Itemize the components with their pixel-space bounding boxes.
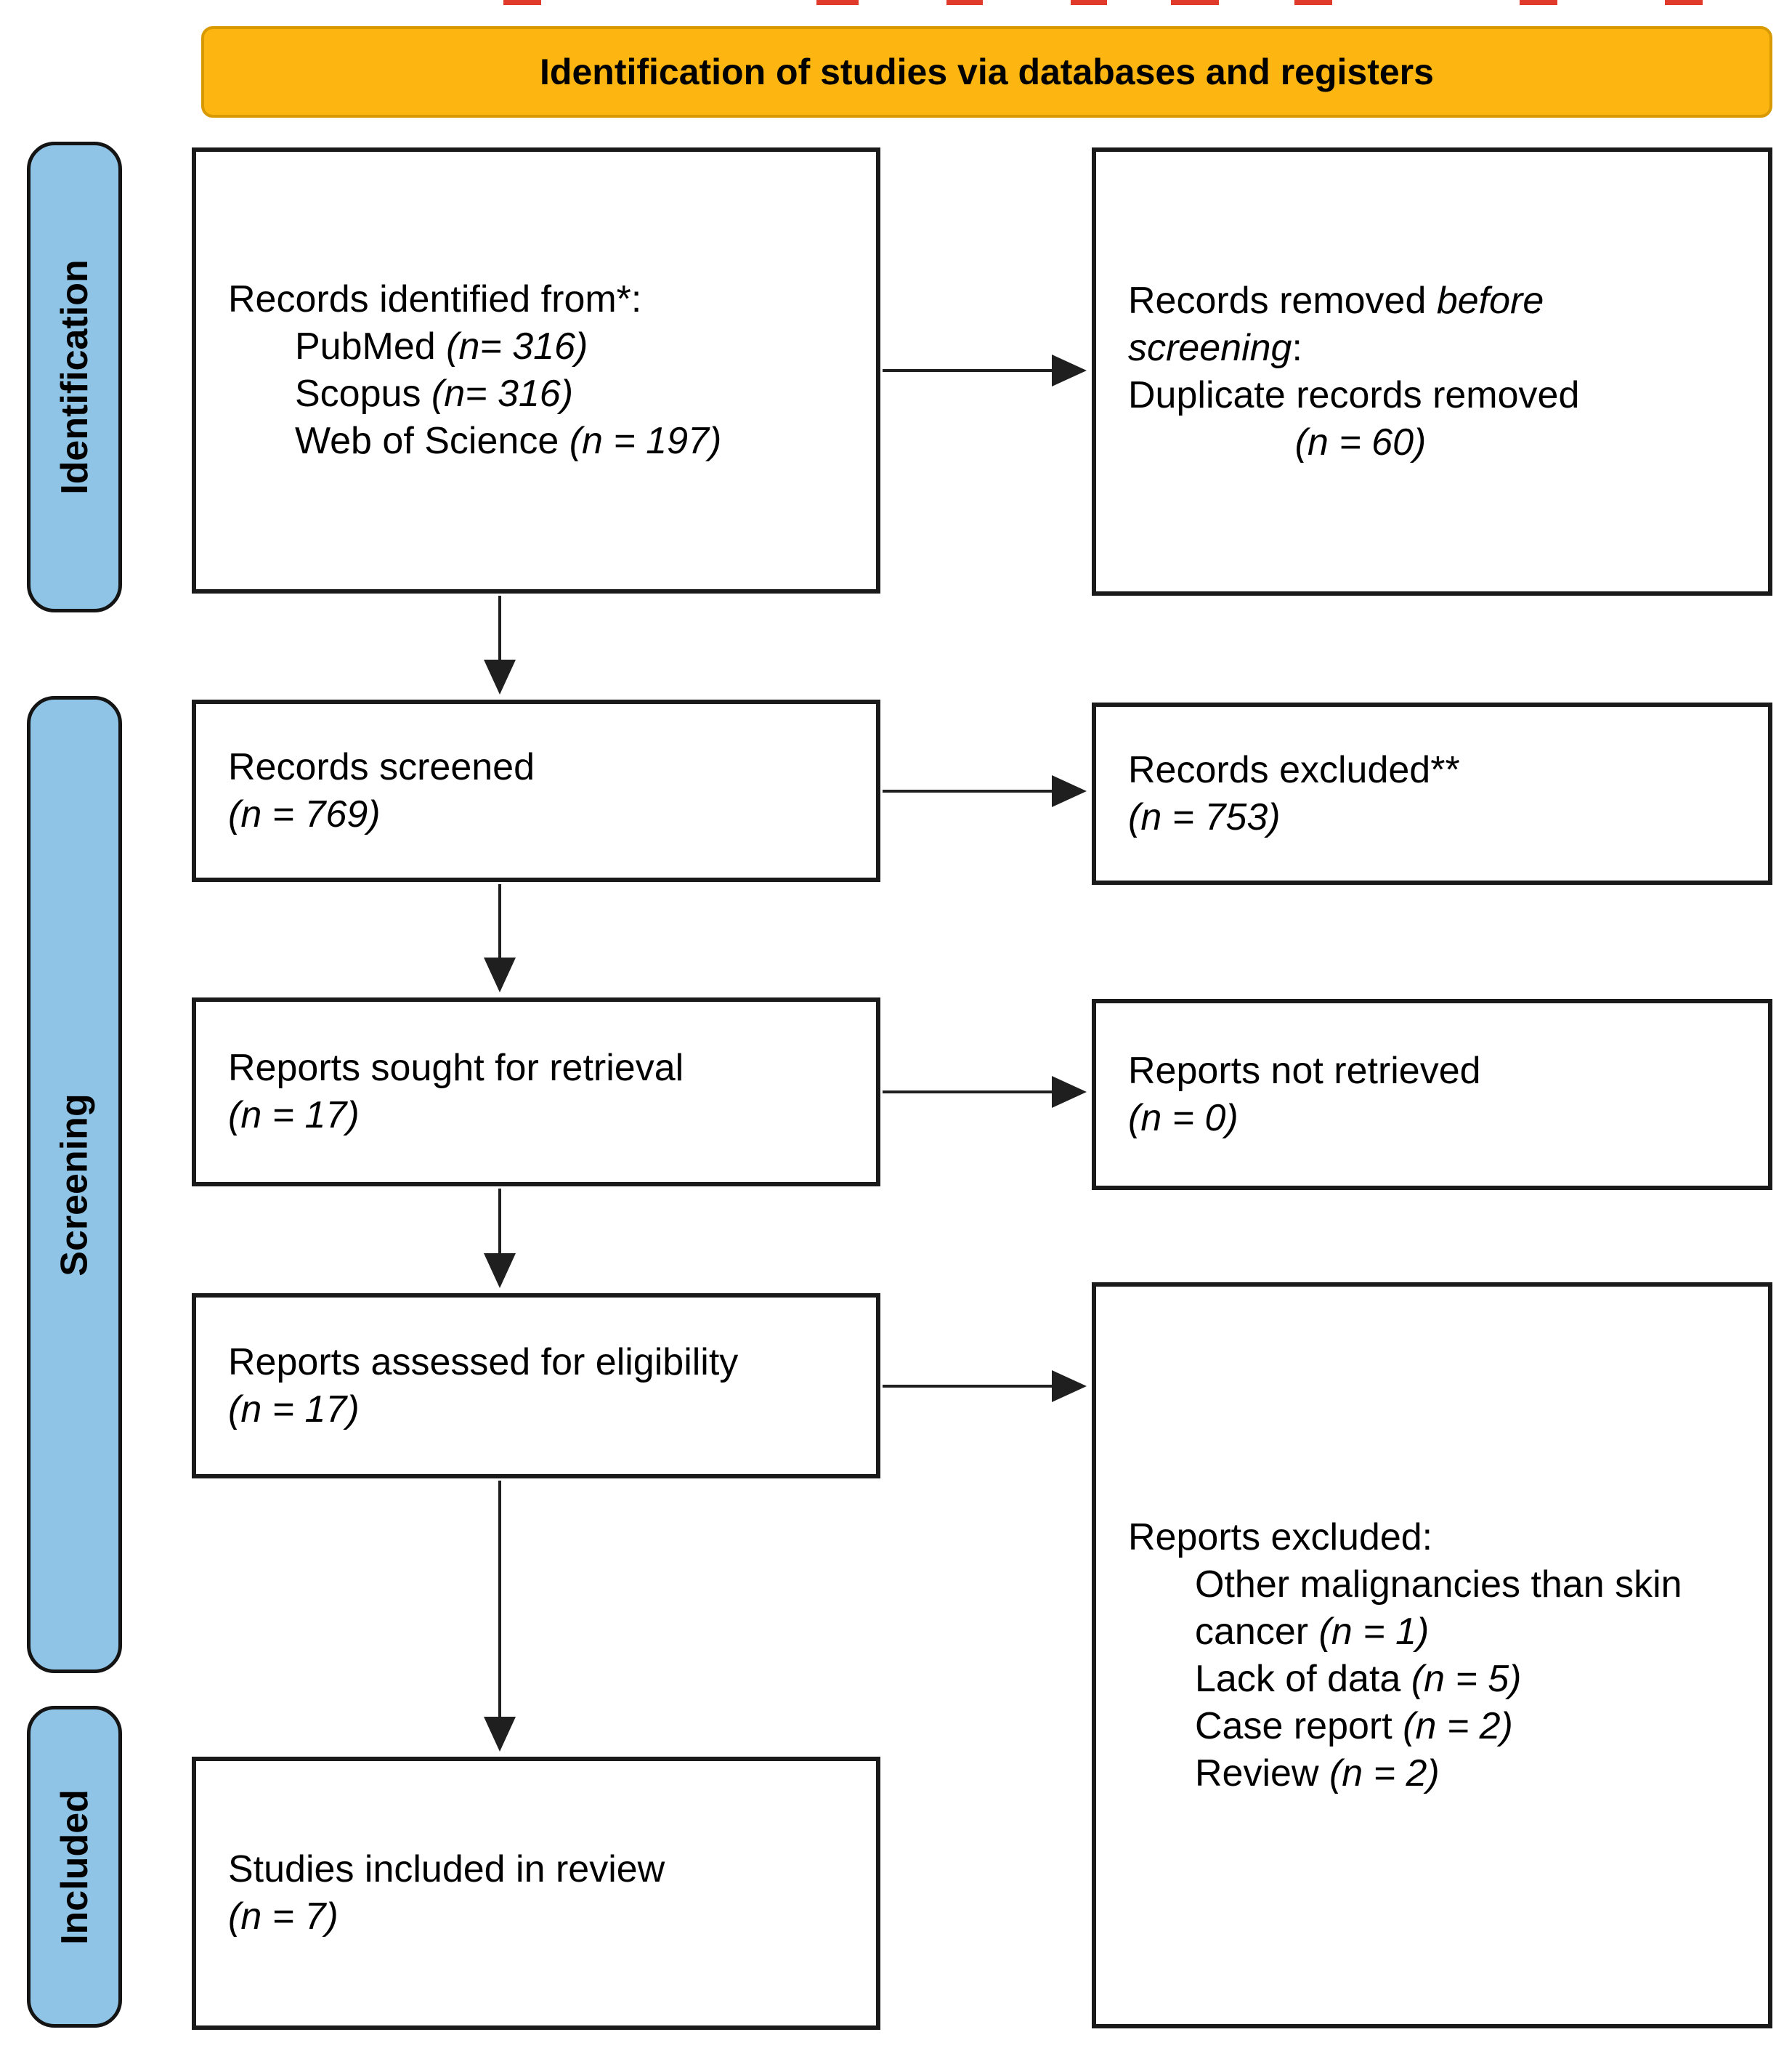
stage-label-included: Included xyxy=(53,1789,96,1945)
box-records-excluded: Records excluded** (n = 753) xyxy=(1092,703,1772,885)
stage-tab-identification: Identification xyxy=(27,142,122,612)
records-removed-text: : xyxy=(1292,326,1302,369)
reason-name: Review xyxy=(1195,1752,1329,1794)
box-records-identified: Records identified from*: PubMed (n= 316… xyxy=(192,147,880,594)
count-value: (n = 7) xyxy=(228,1895,338,1938)
stage-label-identification: Identification xyxy=(53,259,96,495)
reports-excluded-reason: Lack of data (n = 5) xyxy=(1128,1656,1746,1703)
reason-name: Lack of data xyxy=(1195,1657,1411,1700)
top-edge-artifact xyxy=(1071,0,1107,5)
top-edge-artifact xyxy=(1520,0,1557,5)
reason-name: Other malignancies than skin cancer xyxy=(1195,1563,1682,1653)
reason-count: (n = 2) xyxy=(1329,1752,1440,1794)
records-identified-source: PubMed (n= 316) xyxy=(228,323,854,371)
records-screened-label: Records screened xyxy=(228,745,535,788)
box-records-removed: Records removed before screening: Duplic… xyxy=(1092,147,1772,596)
records-removed-italic: before xyxy=(1436,279,1544,322)
source-count: (n= 316) xyxy=(431,373,574,415)
count-value: (n = 0) xyxy=(1128,1096,1238,1139)
top-edge-artifact xyxy=(946,0,983,5)
reason-count: (n = 2) xyxy=(1403,1704,1513,1747)
count-value: (n = 17) xyxy=(228,1094,360,1136)
source-name: Web of Science xyxy=(295,420,569,462)
stage-label-screening: Screening xyxy=(53,1093,96,1276)
records-excluded-label: Records excluded** xyxy=(1128,748,1460,791)
reports-sought-label: Reports sought for retrieval xyxy=(228,1047,684,1089)
records-screened-count: (n = 769) xyxy=(228,791,854,838)
box-records-screened: Records screened (n = 769) xyxy=(192,700,880,882)
stage-tab-screening: Screening xyxy=(27,696,122,1673)
box-reports-not-retrieved: Reports not retrieved (n = 0) xyxy=(1092,999,1772,1190)
reports-assessed-label: Reports assessed for eligibility xyxy=(228,1340,739,1383)
records-removed-line1: Records removed before xyxy=(1128,278,1746,325)
reports-not-retrieved-count: (n = 0) xyxy=(1128,1095,1746,1142)
reports-excluded-reason: Case report (n = 2) xyxy=(1128,1703,1746,1750)
reason-name: Case report xyxy=(1195,1704,1403,1747)
count-value: (n = 753) xyxy=(1128,796,1281,838)
box-reports-excluded: Reports excluded: Other malignancies tha… xyxy=(1092,1282,1772,2028)
source-name: PubMed xyxy=(295,325,447,368)
reason-count: (n = 1) xyxy=(1318,1610,1430,1653)
records-excluded-count: (n = 753) xyxy=(1128,794,1746,841)
title-banner-label: Identification of studies via databases … xyxy=(540,52,1434,92)
count-value: (n = 769) xyxy=(228,793,381,835)
records-removed-count: (n = 60) xyxy=(1128,419,1593,466)
records-removed-line2: screening: xyxy=(1128,325,1746,372)
title-banner: Identification of studies via databases … xyxy=(201,26,1772,118)
top-edge-artifact xyxy=(1294,0,1332,5)
reports-excluded-reason: Other malignancies than skin cancer (n =… xyxy=(1128,1561,1746,1656)
source-count: (n= 316) xyxy=(446,325,588,368)
box-reports-assessed: Reports assessed for eligibility (n = 17… xyxy=(192,1293,880,1478)
records-identified-source: Web of Science (n = 197) xyxy=(228,418,854,465)
count-value: (n = 17) xyxy=(228,1388,360,1430)
records-removed-text: Records removed xyxy=(1128,279,1437,322)
reports-sought-count: (n = 17) xyxy=(228,1092,854,1139)
top-edge-artifact xyxy=(1171,0,1219,5)
records-removed-line3: Duplicate records removed xyxy=(1128,373,1580,416)
top-edge-artifact xyxy=(1665,0,1703,5)
studies-included-count: (n = 7) xyxy=(228,1893,854,1940)
top-edge-artifact xyxy=(816,0,859,5)
source-name: Scopus xyxy=(295,373,431,415)
reports-excluded-reason: Review (n = 2) xyxy=(1128,1750,1746,1797)
box-reports-sought: Reports sought for retrieval (n = 17) xyxy=(192,997,880,1186)
records-removed-italic: screening xyxy=(1128,326,1292,369)
count-value: (n = 60) xyxy=(1294,421,1427,464)
source-count: (n = 197) xyxy=(569,420,722,462)
reports-not-retrieved-label: Reports not retrieved xyxy=(1128,1049,1481,1092)
stage-tab-included: Included xyxy=(27,1706,122,2028)
reason-count: (n = 5) xyxy=(1411,1657,1522,1700)
reports-excluded-heading: Reports excluded: xyxy=(1128,1515,1433,1558)
box-studies-included: Studies included in review (n = 7) xyxy=(192,1757,880,2030)
reports-assessed-count: (n = 17) xyxy=(228,1386,854,1433)
top-edge-artifact xyxy=(503,0,541,5)
records-identified-intro: Records identified from*: xyxy=(228,278,642,320)
studies-included-label: Studies included in review xyxy=(228,1848,665,1890)
records-identified-source: Scopus (n= 316) xyxy=(228,371,854,418)
